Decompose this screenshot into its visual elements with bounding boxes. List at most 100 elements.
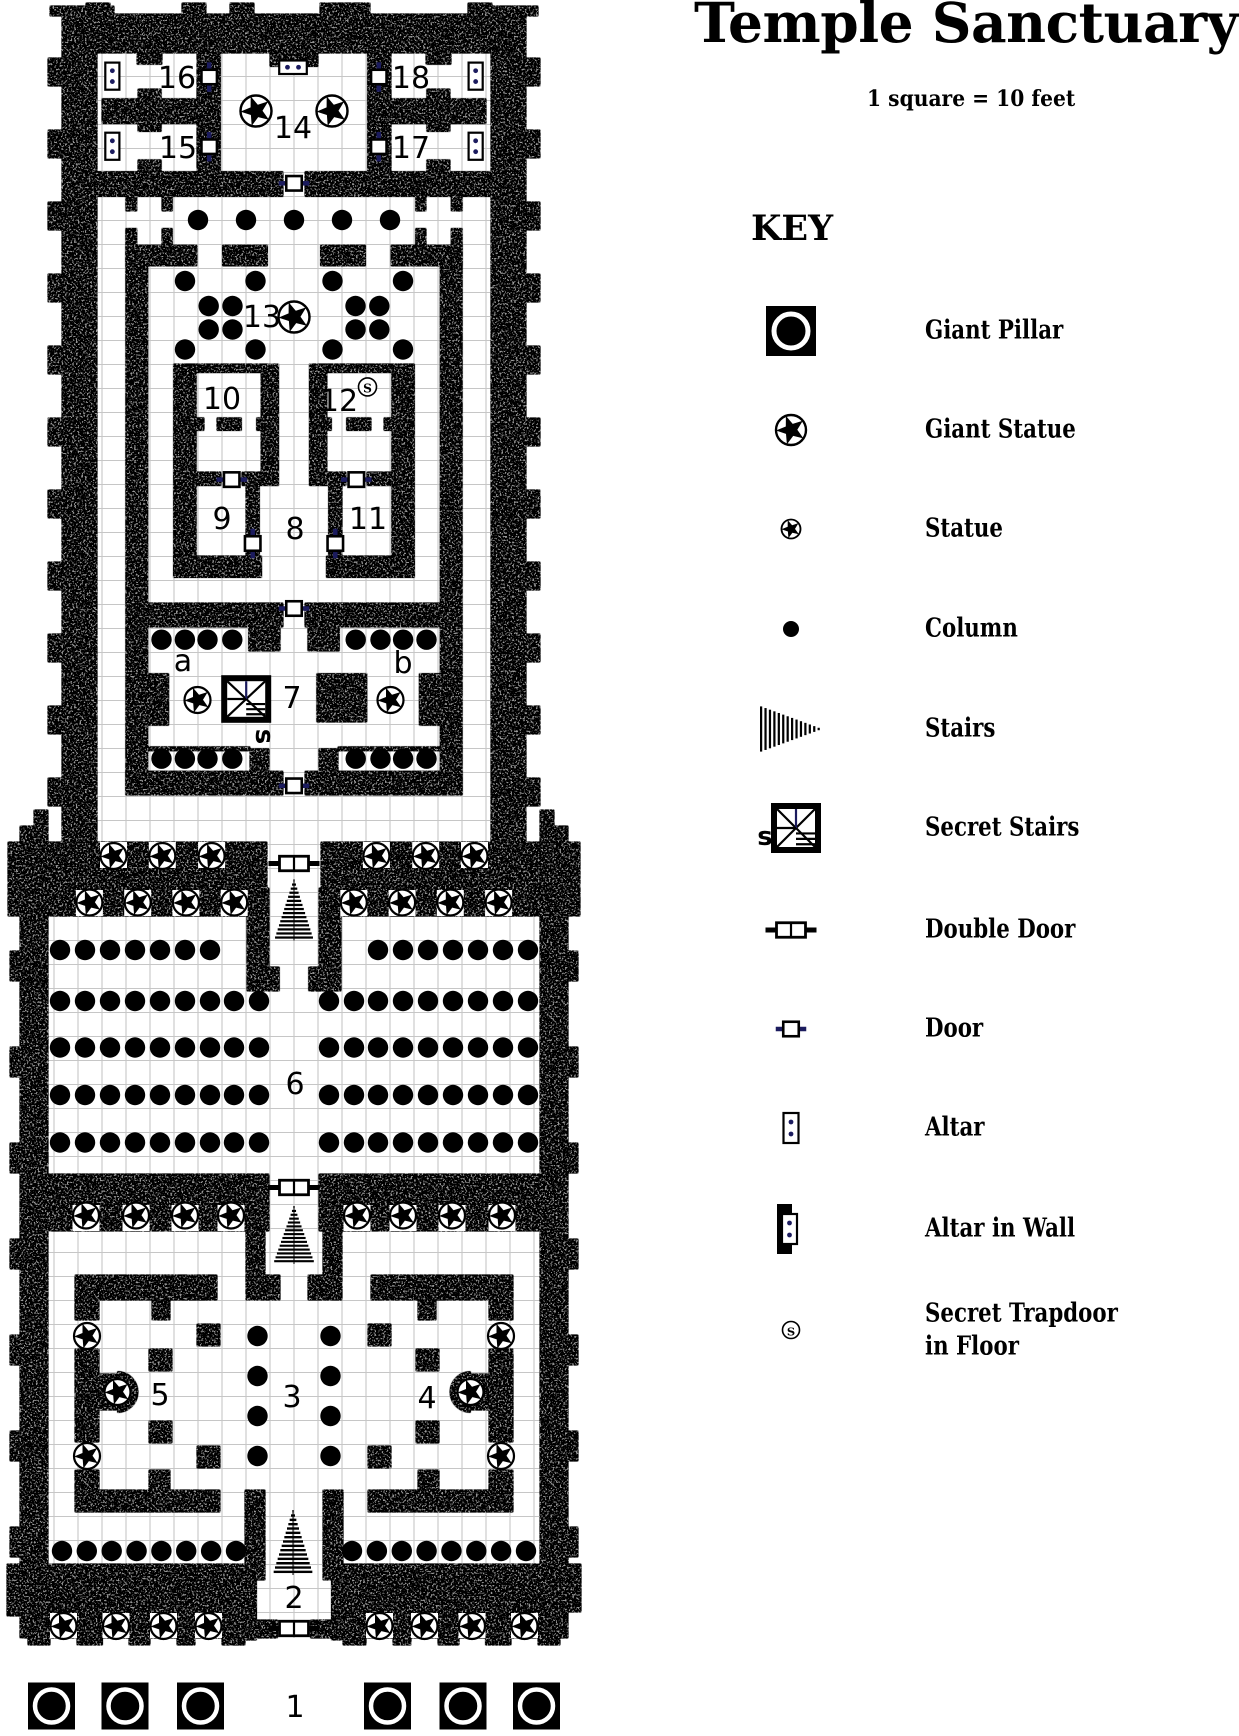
wall: [326, 472, 346, 486]
column-icon: [417, 990, 439, 1012]
wall: [305, 603, 441, 627]
door-icon-part: [775, 1026, 784, 1032]
giant-pillar-icon-part: [766, 306, 816, 356]
column-icon: [517, 1084, 539, 1106]
door-icon-part: [333, 550, 338, 559]
wall: [75, 1470, 99, 1512]
column-icon: [320, 1405, 341, 1427]
statue-icon: [376, 685, 405, 715]
star-shape: [377, 687, 402, 713]
column-icon: [49, 939, 71, 961]
star-shape: [511, 1613, 536, 1639]
column-icon: [124, 1037, 146, 1058]
stairs-icon: [275, 879, 313, 941]
wall: [310, 1620, 332, 1638]
door-icon: [736, 979, 846, 1079]
wall: [222, 245, 268, 266]
wall: [173, 485, 197, 578]
column-icon: [245, 339, 266, 360]
giant-pillar-icon: [101, 1682, 149, 1730]
room-label-2: 2: [284, 1581, 303, 1616]
statue-icon: [437, 1201, 467, 1230]
key-row-door: Door: [620, 979, 1239, 1079]
star-shape: [411, 1613, 436, 1639]
wall: [10, 1527, 20, 1557]
statue-icon: [365, 1611, 394, 1641]
wall: [256, 417, 262, 431]
wall: [97, 1490, 220, 1512]
column-icon: [392, 1132, 414, 1153]
room-label-16: 16: [158, 61, 196, 96]
wall: [261, 364, 279, 486]
altar-in-wall-icon-part: [777, 1204, 799, 1254]
column-icon: [320, 1445, 341, 1467]
wall: [416, 1421, 439, 1443]
double-door-icon-part: [805, 927, 817, 933]
giant-statue-icon: [774, 413, 808, 447]
wall: [10, 1143, 20, 1173]
star-shape: [316, 96, 345, 126]
room-label-5: 5: [150, 1378, 169, 1413]
star-shape: [198, 843, 223, 869]
column-icon: [51, 1540, 73, 1562]
key-label: Altar in Wall: [925, 1213, 1076, 1244]
door-icon-part: [200, 68, 219, 86]
giant-pillar-icon: [513, 1682, 560, 1730]
niche-arc: [450, 1371, 471, 1413]
door-icon-part: [284, 777, 304, 795]
wall: [28, 1638, 50, 1645]
door-icon-part: [369, 138, 388, 156]
door-icon-part: [206, 131, 212, 140]
wall: [320, 245, 366, 266]
column-icon: [467, 1084, 489, 1106]
wall: [138, 123, 162, 132]
key-row-giant-statue: Giant Statue: [620, 380, 1239, 480]
wall: [48, 778, 62, 806]
statue-icon: [342, 1201, 372, 1230]
door-icon-part: [284, 599, 304, 618]
wall: [86, 3, 110, 15]
column-icon: [318, 1132, 340, 1153]
key-label: Statue: [925, 513, 1003, 544]
wall: [418, 1300, 436, 1320]
altar-icon-part: [473, 149, 479, 155]
statue-icon: [220, 888, 249, 917]
column-icon: [736, 579, 846, 679]
door-icon-part: [250, 550, 255, 559]
giant-pillar-icon: [736, 281, 846, 381]
giant-pillar-icon-part: [517, 1687, 556, 1725]
wall: [10, 1335, 20, 1365]
giant-pillar-icon-part-part: [766, 306, 816, 356]
column-icon: [151, 1540, 172, 1562]
stairs-icon-part-part-part: [799, 721, 803, 737]
wall: [138, 159, 162, 172]
secret-trapdoor-icon: S: [781, 1320, 801, 1340]
column-icon: [322, 339, 343, 360]
column-icon: [391, 1540, 412, 1562]
altar-icon: [736, 1078, 846, 1178]
star-shape: [344, 1203, 368, 1228]
double-door-icon: [268, 1619, 320, 1638]
door-icon: [278, 174, 310, 192]
altar-in-wall-icon-part: [285, 64, 290, 70]
statue-icon: [197, 841, 226, 871]
star-shape: [172, 890, 197, 915]
column-icon: [99, 990, 121, 1012]
altar-in-wall-icon-part: [278, 59, 308, 76]
column-icon: [248, 1132, 270, 1153]
star-shape: [123, 1203, 147, 1228]
wall: [307, 626, 340, 651]
wall: [568, 1431, 578, 1461]
column-icon: [442, 1132, 464, 1153]
secret-trapdoor-icon: S: [736, 1280, 846, 1380]
stairs-icon-part-part-part: [760, 706, 763, 752]
column-icon: [222, 295, 243, 317]
column-icon: [223, 990, 245, 1012]
altar-icon-part: [788, 1119, 794, 1125]
room-label-15: 15: [159, 131, 197, 166]
room-label-6: 6: [285, 1067, 304, 1102]
room-label-b: b: [393, 646, 412, 681]
wall: [323, 1231, 342, 1275]
